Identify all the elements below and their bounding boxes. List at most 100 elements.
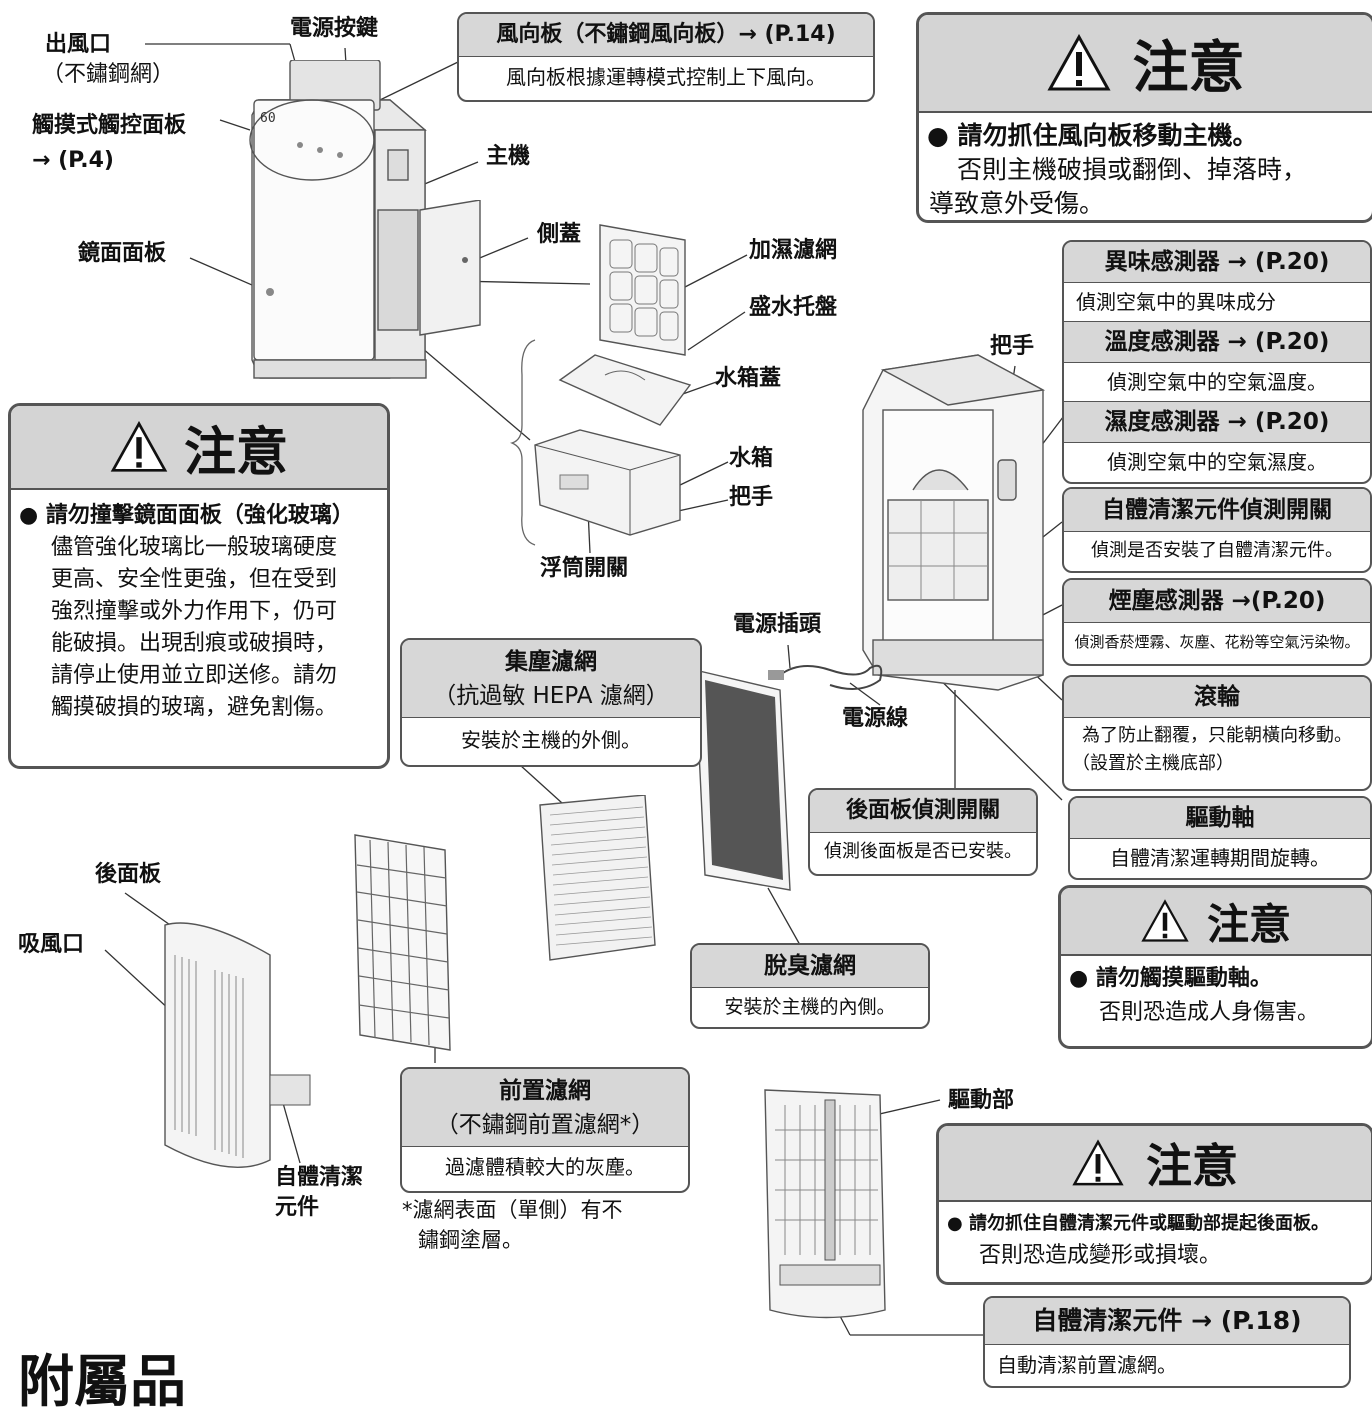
box-self-clean-body: 自動清潔前置濾網。 (997, 1353, 1177, 1377)
box-dust-body: 偵測香菸煙霧、灰塵、花粉等空氣污染物。 (1074, 633, 1360, 651)
hepa-filter-illustration (539, 795, 656, 961)
label-tank-cover: 水箱蓋 (715, 366, 782, 391)
warning-triangle-icon (110, 421, 168, 472)
label-outlet: 出風口 (45, 32, 112, 57)
label-humid-filter: 加濕濾網 (749, 238, 838, 263)
warning-triangle-icon (1072, 1139, 1124, 1186)
label-power-button: 電源按鍵 (290, 16, 379, 41)
box-self-switch-body: 偵測是否安裝了自體清潔元件。 (1091, 540, 1343, 561)
box-caster-body-2: （設置於主機底部） (1072, 753, 1234, 774)
box-dust: 煙塵感測器 →(P.20) 偵測香菸煙霧、灰塵、花粉等空氣污染物。 (1062, 578, 1372, 666)
box-hepa-head: 集塵濾網 （抗過敏 HEPA 濾網） (402, 640, 700, 718)
label-power-cord: 電源線 (842, 706, 909, 731)
warning-back-panel-title: 注意 (1146, 1139, 1238, 1193)
warning-mirror-line-4: 強烈撞擊或外力作用下，仍可 (51, 599, 338, 624)
warning-louver-header: 注意 (919, 15, 1372, 113)
warning-drive-shaft-body: ● 請勿觸摸驅動軸。 否則恐造成人身傷害。 (1061, 956, 1371, 1030)
box-prefilter: 前置濾網 （不鏽鋼前置濾網*） 過濾體積較大的灰塵。 (400, 1067, 690, 1193)
label-tray: 盛水托盤 (749, 295, 838, 320)
box-caster-title: 滾輪 (1064, 677, 1370, 718)
warning-back-panel-body: ● 請勿抓住自體清潔元件或驅動部提起後面板。 否則恐造成變形或損壞。 (939, 1202, 1371, 1272)
prefilter-illustration (354, 834, 451, 1051)
label-tank: 水箱 (729, 446, 774, 471)
warning-mirror: 注意 ● 請勿撞擊鏡面面板（強化玻璃） 儘管強化玻璃比一般玻璃硬度 更高、安全性… (8, 403, 390, 769)
label-outlet-sub: （不鏽鋼網） (42, 62, 175, 87)
warning-mirror-header: 注意 (11, 406, 387, 490)
label-self-clean-unit-2: 元件 (275, 1195, 320, 1220)
warning-louver-title: 注意 (1132, 34, 1245, 101)
box-self-clean-title: 自體清潔元件 → (P.18) (985, 1298, 1349, 1345)
warning-mirror-body: ● 請勿撞擊鏡面面板（強化玻璃） 儘管強化玻璃比一般玻璃硬度 更高、安全性更強，… (11, 490, 387, 724)
box-back-switch-title: 後面板偵測開關 (810, 790, 1036, 833)
footnote-line-1: *濾網表面（單側）有不 (402, 1198, 623, 1222)
box-odor-title: 異味感測器 → (P.20) (1064, 242, 1370, 283)
warning-back-panel-line-2: 否則恐造成變形或損壞。 (979, 1243, 1222, 1268)
warning-louver-line-1: ● 請勿抓住風向板移動主機。 (927, 121, 1258, 150)
box-louver: 風向板（不鏽鋼風向板）→ (P.14) 風向板根據運轉模式控制上下風向。 (457, 12, 875, 102)
box-humid-body: 偵測空氣中的空氣濕度。 (1107, 450, 1327, 474)
warning-back-panel-line-1: ● 請勿抓住自體清潔元件或驅動部提起後面板。 (947, 1213, 1329, 1234)
footnote-line-2: 鏽鋼塗層。 (418, 1228, 523, 1252)
warning-mirror-line-2: 儘管強化玻璃比一般玻璃硬度 (51, 535, 338, 560)
label-air-inlet: 吸風口 (18, 932, 85, 957)
box-deodor-title: 脫臭濾網 (692, 945, 928, 988)
label-float-switch: 浮筒開關 (540, 556, 629, 581)
box-sensors: 異味感測器 → (P.20) 偵測空氣中的異味成分 溫度感測器 → (P.20)… (1062, 240, 1372, 484)
box-prefilter-body: 過濾體積較大的灰塵。 (445, 1155, 645, 1179)
label-self-clean-unit: 自體清潔 (275, 1165, 364, 1190)
box-louver-body: 風向板根據運轉模式控制上下風向。 (506, 65, 826, 89)
box-prefilter-title: 前置濾網 (499, 1078, 591, 1104)
warning-mirror-line-3: 更高、安全性更強，但在受到 (51, 567, 338, 592)
box-drive-shaft-body: 自體清潔運轉期間旋轉。 (1110, 846, 1330, 870)
warning-back-panel: 注意 ● 請勿抓住自體清潔元件或驅動部提起後面板。 否則恐造成變形或損壞。 (936, 1123, 1372, 1285)
rear-panel-drive-illustration (764, 1089, 886, 1319)
warning-louver-line-3: 導致意外受傷。 (929, 189, 1105, 218)
box-back-switch: 後面板偵測開關 偵測後面板是否已安裝。 (808, 788, 1038, 876)
box-caster-body: 為了防止翻覆，只能朝橫向移動。 (1082, 725, 1352, 746)
label-touch-panel: 觸摸式觸控面板 (32, 113, 187, 138)
warning-mirror-line-1: ● 請勿撞擊鏡面面板（強化玻璃） (19, 503, 354, 528)
box-hepa: 集塵濾網 （抗過敏 HEPA 濾網） 安裝於主機的外側。 (400, 638, 702, 767)
bracket (510, 339, 536, 546)
label-drive-unit: 驅動部 (948, 1088, 1015, 1113)
rear-unit-illustration (862, 354, 1046, 691)
warning-mirror-line-6: 請停止使用並立即送修。請勿 (51, 663, 338, 688)
box-self-switch: 自體清潔元件偵測開關 偵測是否安裝了自體清潔元件。 (1062, 487, 1372, 573)
box-self-switch-title: 自體清潔元件偵測開關 (1064, 489, 1370, 532)
label-tank-handle: 把手 (729, 485, 774, 510)
box-temp-title: 溫度感測器 → (P.20) (1064, 322, 1370, 363)
warning-drive-shaft-header: 注意 (1061, 888, 1371, 956)
box-hepa-body: 安裝於主機的外側。 (461, 728, 641, 752)
side-cover-illustration (419, 200, 481, 336)
label-back-panel: 後面板 (95, 862, 162, 887)
warning-louver: 注意 ● 請勿抓住風向板移動主機。 否則主機破損或翻倒、掉落時， 導致意外受傷。 (916, 12, 1372, 223)
label-side-cover: 側蓋 (537, 222, 582, 247)
box-louver-title: 風向板（不鏽鋼風向板）→ (P.14) (459, 14, 873, 57)
warning-drive-shaft-line-1: ● 請勿觸摸驅動軸。 (1069, 966, 1272, 991)
box-hepa-title: 集塵濾網 (505, 649, 597, 675)
box-drive-shaft-title: 驅動軸 (1070, 798, 1370, 839)
warning-louver-line-2: 否則主機破損或翻倒、掉落時， (957, 155, 1308, 184)
box-hepa-title-2: （抗過敏 HEPA 濾網） (433, 683, 669, 709)
warning-drive-shaft-title: 注意 (1206, 899, 1291, 949)
box-odor-body: 偵測空氣中的異味成分 (1064, 283, 1370, 322)
tank-cover-illustration (558, 354, 692, 426)
box-prefilter-head: 前置濾網 （不鏽鋼前置濾網*） (402, 1069, 688, 1147)
label-mirror-panel: 鏡面面板 (78, 241, 167, 266)
warning-drive-shaft: 注意 ● 請勿觸摸驅動軸。 否則恐造成人身傷害。 (1058, 885, 1372, 1049)
back-panel-illustration (164, 922, 311, 1168)
box-self-clean: 自體清潔元件 → (P.18) 自動清潔前置濾網。 (983, 1296, 1351, 1388)
display-digits: 60 (260, 111, 276, 126)
box-temp-body: 偵測空氣中的空氣溫度。 (1064, 363, 1370, 402)
warning-louver-body: ● 請勿抓住風向板移動主機。 否則主機破損或翻倒、掉落時， 導致意外受傷。 (919, 113, 1372, 220)
label-handle-back: 把手 (990, 334, 1035, 359)
box-back-switch-body: 偵測後面板是否已安裝。 (824, 841, 1022, 862)
box-deodor: 脫臭濾網 安裝於主機的內側。 (690, 943, 930, 1029)
warning-triangle-icon (1141, 899, 1189, 942)
water-tank-illustration (534, 429, 681, 536)
warning-mirror-line-5: 能破損。出現刮痕或破損時， (51, 631, 338, 656)
box-humid-title: 濕度感測器 → (P.20) (1064, 402, 1370, 443)
main-unit-illustration: 60 (249, 60, 427, 379)
warning-triangle-icon (1046, 34, 1111, 91)
power-cord-illustration (768, 664, 883, 690)
